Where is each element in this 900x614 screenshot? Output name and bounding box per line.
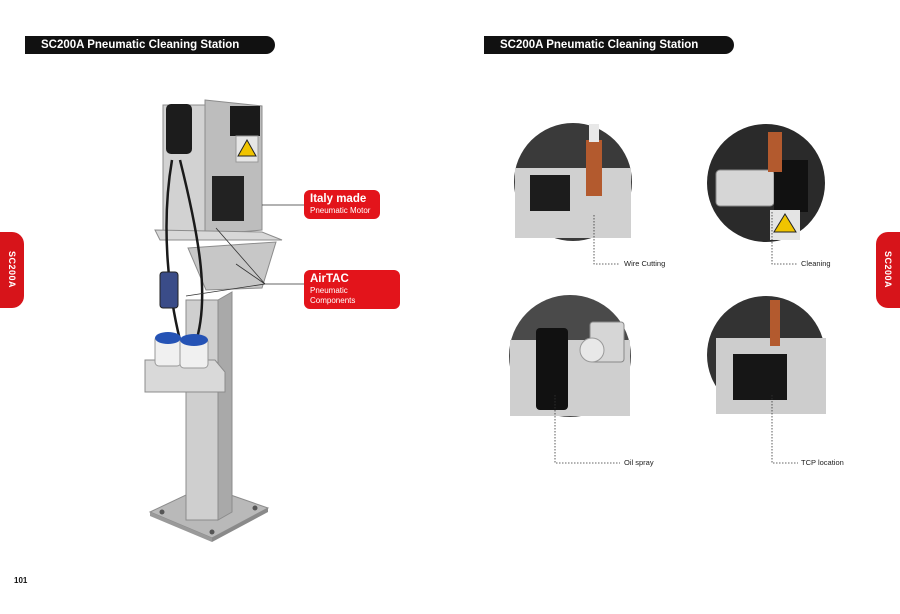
detail-wire-cutting-image [514, 123, 632, 241]
right-side-tab-label: SC200A [883, 251, 893, 289]
label-cleaning: Cleaning [801, 259, 831, 268]
label-tcp-location: TCP location [801, 458, 844, 467]
callout-italy-made-subtitle: Pneumatic Motor [310, 206, 371, 215]
right-header-banner: SC200A Pneumatic Cleaning Station [484, 36, 734, 54]
column [185, 299, 219, 521]
callout-airtac: AirTAC Pneumatic Components [304, 270, 400, 309]
detail-tcp-location-image [707, 296, 826, 414]
label-oil-spray: Oil spray [624, 458, 654, 467]
callout-italy-made-title: Italy made [310, 193, 367, 205]
left-header-banner: SC200A Pneumatic Cleaning Station [25, 36, 275, 54]
label-wire-cutting: Wire Cutting [624, 259, 666, 268]
detail-cleaning-image [707, 124, 825, 242]
left-side-tab-label: SC200A [7, 251, 17, 289]
callout-airtac-subtitle: Pneumatic Components [310, 286, 356, 305]
left-side-tab: SC200A [0, 232, 24, 308]
page-number: 101 [14, 576, 28, 585]
callout-italy-made: Italy made Pneumatic Motor [304, 190, 380, 219]
right-side-tab: SC200A [876, 232, 900, 308]
pneumatic-motor [166, 104, 192, 154]
detail-oil-spray-image [509, 295, 631, 417]
callout-airtac-title: AirTAC [310, 273, 349, 285]
